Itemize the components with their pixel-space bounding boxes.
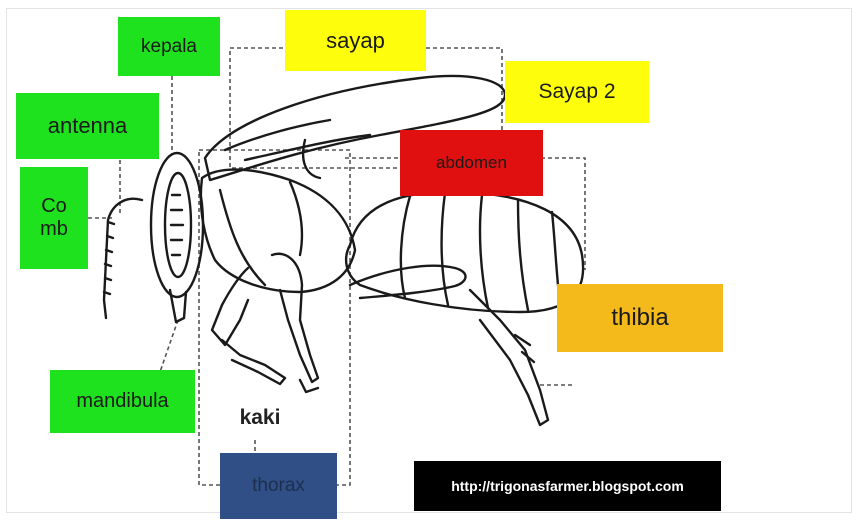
antenna-shape: [104, 199, 142, 318]
label-sayap: sayap: [285, 10, 426, 71]
middle-leg-claw: [300, 380, 318, 392]
abdomen-shape: [346, 192, 583, 312]
label-antenna: antenna: [16, 93, 159, 159]
front-leg-tibia: [222, 340, 285, 384]
abdomen-segments: [401, 193, 560, 310]
label-thibia: thibia: [557, 284, 723, 352]
middle-leg: [272, 254, 318, 382]
label-mandibula: mandibula: [50, 370, 195, 433]
hind-leg-femur: [350, 266, 466, 298]
label-kaki: kaki: [224, 398, 296, 438]
thorax-detail-2: [290, 182, 302, 255]
label-abdomen: abdomen: [400, 130, 543, 196]
label-kepala: kepala: [118, 17, 220, 76]
mandibula-leader: [160, 320, 178, 372]
thorax-shape: [201, 170, 355, 292]
label-thorax: thorax: [220, 453, 337, 519]
label-comb: Co mb: [20, 167, 88, 269]
label-sayap-2: Sayap 2: [505, 61, 649, 123]
eye-facets: [171, 195, 183, 255]
watermark-url: http://trigonasfarmer.blogspot.com: [414, 461, 721, 511]
